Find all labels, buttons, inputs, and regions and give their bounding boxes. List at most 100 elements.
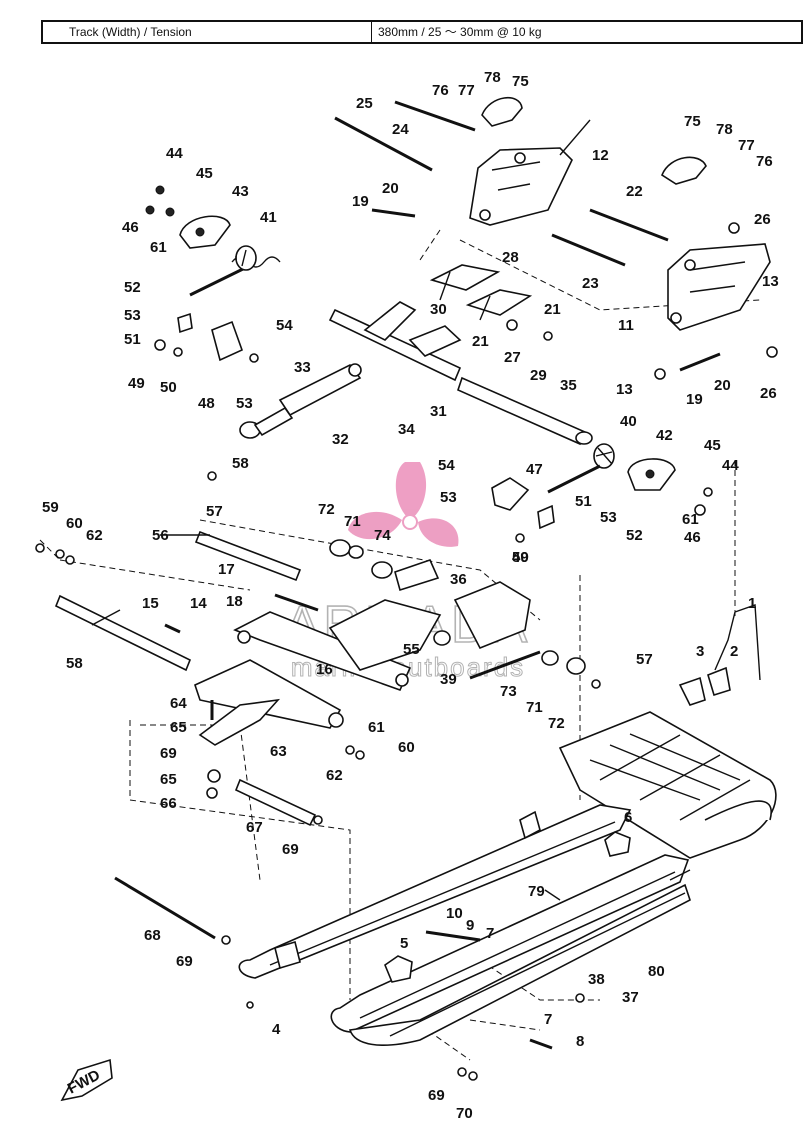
callout-label: 15 xyxy=(142,595,159,612)
callout-label: 44 xyxy=(166,145,183,162)
spec-value: 380mm / 25 〜 30mm @ 10 kg xyxy=(378,25,542,39)
spring-cover-left xyxy=(179,215,231,249)
callout-label: 74 xyxy=(374,527,391,544)
callout-label: 14 xyxy=(190,595,207,612)
callout-label: 38 xyxy=(588,971,605,988)
callout-label: 53 xyxy=(236,395,253,412)
bracket-arm-left xyxy=(481,96,523,127)
callout-label: 57 xyxy=(636,651,653,668)
callout-label: 47 xyxy=(526,461,543,478)
upper-rods xyxy=(189,100,721,372)
callout-label: 9 xyxy=(466,917,474,934)
upper-right-bracket xyxy=(667,243,771,331)
callout-label: 20 xyxy=(714,377,731,394)
callout-label: 29 xyxy=(530,367,547,384)
callout-label: 61 xyxy=(150,239,167,256)
callout-label: 78 xyxy=(716,121,733,138)
callout-label: 69 xyxy=(160,745,177,762)
callout-label: 49 xyxy=(128,375,145,392)
upper-left-bracket xyxy=(469,147,573,226)
callout-label: 27 xyxy=(504,349,521,366)
callout-label: 52 xyxy=(124,279,141,296)
callout-label: 64 xyxy=(170,695,187,712)
leader-lines xyxy=(91,119,761,901)
callout-label: 56 xyxy=(152,527,169,544)
callout-label: 55 xyxy=(403,641,420,658)
callout-label: 61 xyxy=(682,511,699,528)
callout-label: 65 xyxy=(170,719,187,736)
slider-shoes xyxy=(384,831,631,983)
upper-shaft xyxy=(328,301,462,382)
callout-label: 45 xyxy=(704,437,721,454)
rear-shaft-lower xyxy=(114,876,553,1050)
callout-label: 61 xyxy=(368,719,385,736)
callout-label: 2 xyxy=(730,643,738,660)
callout-label: 71 xyxy=(526,699,543,716)
track-clips xyxy=(678,666,731,706)
callout-label: 19 xyxy=(352,193,369,210)
callout-label: 20 xyxy=(382,180,399,197)
callout-label: 66 xyxy=(160,795,177,812)
callout-label: 26 xyxy=(754,211,771,228)
callout-label: 3 xyxy=(696,643,704,660)
callout-label: 25 xyxy=(356,95,373,112)
callout-labels: 1 2 3 4 5 6 7 7 8 9 10 11 12 13 13 14 15… xyxy=(42,69,779,1122)
callout-label: 11 xyxy=(618,317,634,334)
callout-label: 30 xyxy=(430,301,447,318)
callout-label: 69 xyxy=(428,1087,445,1104)
scissor-link xyxy=(429,264,533,321)
callout-label: 57 xyxy=(206,503,223,520)
callout-label: 19 xyxy=(686,391,703,408)
callout-label: 35 xyxy=(560,377,577,394)
side-bracket-right xyxy=(491,477,555,530)
callout-label: 6 xyxy=(624,809,632,826)
callout-label: 76 xyxy=(756,153,773,170)
callout-label: 67 xyxy=(246,819,263,836)
callout-label: 73 xyxy=(500,683,517,700)
callout-label: 50 xyxy=(512,549,529,566)
callout-label: 77 xyxy=(458,82,475,99)
shafts-middle xyxy=(54,530,319,672)
callout-label: 42 xyxy=(656,427,673,444)
callout-label: 46 xyxy=(122,219,139,236)
callout-label: 63 xyxy=(270,743,287,760)
callout-label: 7 xyxy=(486,925,494,942)
callout-label: 28 xyxy=(502,249,519,266)
callout-label: 53 xyxy=(440,489,457,506)
callout-label: 39 xyxy=(440,671,457,688)
callout-label: 70 xyxy=(456,1105,473,1122)
callout-label: 45 xyxy=(196,165,213,182)
slide-rail-left xyxy=(238,804,632,979)
front-shock-absorber xyxy=(239,363,362,439)
callout-label: 62 xyxy=(326,767,343,784)
callout-label: 32 xyxy=(332,431,349,448)
callout-label: 75 xyxy=(512,73,529,90)
callout-label: 34 xyxy=(398,421,415,438)
callout-label: 60 xyxy=(398,739,415,756)
callout-label: 13 xyxy=(616,381,633,398)
callout-label: 80 xyxy=(648,963,665,980)
callout-label: 77 xyxy=(738,137,755,154)
callout-label: 59 xyxy=(42,499,59,516)
callout-label: 62 xyxy=(86,527,103,544)
fastener-hardware xyxy=(35,185,778,1081)
spec-label: Track (Width) / Tension xyxy=(43,22,372,42)
callout-label: 1 xyxy=(748,595,756,612)
callout-label: 41 xyxy=(260,209,277,226)
slide-rail-right xyxy=(330,854,691,1046)
callout-label: 53 xyxy=(124,307,141,324)
callout-label: 72 xyxy=(548,715,565,732)
callout-label: 5 xyxy=(400,935,408,952)
bracket-arm-right xyxy=(661,156,707,185)
callout-label: 12 xyxy=(592,147,609,164)
callout-label: 72 xyxy=(318,501,335,518)
callout-label: 69 xyxy=(176,953,193,970)
callout-label: 51 xyxy=(124,331,141,348)
callout-label: 46 xyxy=(684,529,701,546)
callout-label: 10 xyxy=(446,905,463,922)
callout-label: 21 xyxy=(472,333,489,350)
callout-label: 16 xyxy=(316,661,333,678)
torsion-spring-right xyxy=(547,443,615,494)
callout-label: 78 xyxy=(484,69,501,86)
rear-shaft xyxy=(457,376,593,446)
